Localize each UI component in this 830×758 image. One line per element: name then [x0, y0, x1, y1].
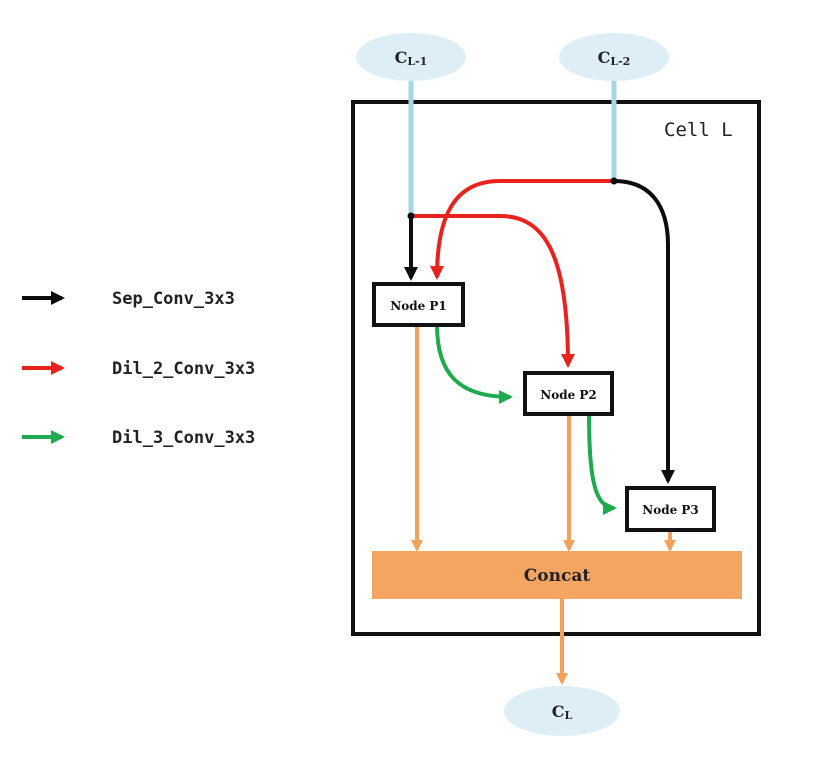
cell-frame: [351, 100, 761, 636]
edge-dil2-c1-p2: [411, 214, 575, 368]
svg-text:CL-2: CL-2: [598, 48, 631, 68]
legend-label: Sep_Conv_3x3: [112, 289, 235, 309]
legend-label: Dil_3_Conv_3x3: [112, 428, 255, 448]
node-p2: Node P2: [523, 371, 614, 416]
node-label: Node P2: [540, 388, 597, 402]
node-p1: Node P1: [372, 282, 465, 327]
input-subscript: L-2: [610, 55, 630, 68]
concat-block: Concat: [372, 551, 742, 599]
output-label: C: [552, 702, 565, 721]
input-node-c-l-1: CL-1: [356, 33, 466, 81]
junction-dot: [610, 177, 618, 185]
node-label: Node P1: [390, 299, 447, 313]
concat-label: Concat: [524, 566, 591, 586]
node-label: Node P3: [642, 503, 699, 517]
input-subscript: L-1: [407, 55, 427, 68]
input-label: C: [395, 48, 408, 67]
svg-text:CL-1: CL-1: [395, 48, 428, 68]
edge-dil3-p2-p3: [587, 413, 617, 515]
junction-dot: [407, 212, 415, 220]
edge-dil3-p1-p2: [435, 324, 513, 404]
output-node-c-l: CL: [504, 686, 620, 736]
node-p3: Node P3: [625, 486, 716, 532]
cell-title: Cell L: [664, 119, 733, 141]
legend: Sep_Conv_3x3 Dil_2_Conv_3x3 Dil_3_Conv_3…: [22, 289, 255, 448]
legend-label: Dil_2_Conv_3x3: [112, 359, 255, 379]
edge-sep-c2-p3: [613, 179, 675, 484]
input-label: C: [598, 48, 611, 67]
legend-item-sep-conv: Sep_Conv_3x3: [22, 289, 235, 309]
legend-item-dil3-conv: Dil_3_Conv_3x3: [22, 428, 255, 448]
svg-text:CL: CL: [552, 702, 573, 722]
input-node-c-l-2: CL-2: [559, 33, 669, 81]
output-subscript: L: [565, 709, 573, 722]
edge-dil2-c2-p1: [430, 179, 614, 280]
legend-item-dil2-conv: Dil_2_Conv_3x3: [22, 359, 255, 379]
